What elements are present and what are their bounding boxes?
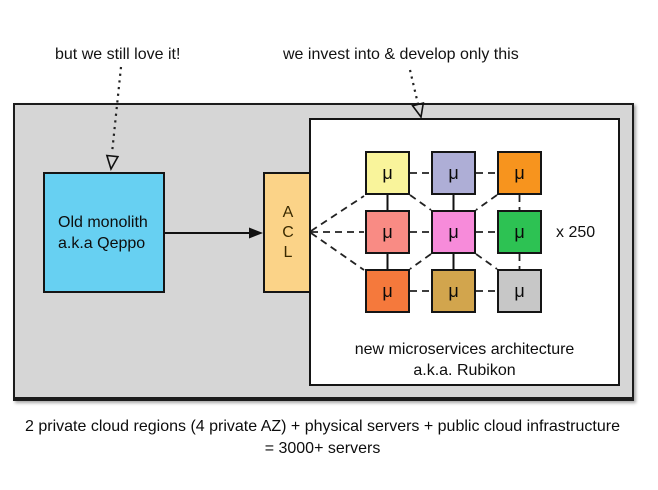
acl-box: A C L	[263, 172, 311, 293]
microservices-caption-line2: a.k.a. Rubikon	[413, 362, 516, 379]
microservice-box: μ	[497, 151, 542, 195]
old-monolith-box: Old monolith a.k.a Qeppo	[43, 172, 165, 293]
acl-letter-c: C	[282, 223, 294, 241]
monolith-annotation: but we still love it!	[55, 46, 181, 63]
monolith-label-line2: a.k.a Qeppo	[58, 234, 146, 252]
infrastructure-summary: 2 private cloud regions (4 private AZ) +…	[0, 416, 645, 460]
microservice-box: μ	[497, 210, 542, 254]
infrastructure-summary-line2: = 3000+ servers	[264, 440, 381, 457]
infrastructure-summary-line1: 2 private cloud regions (4 private AZ) +…	[25, 418, 620, 435]
microservices-grid: μ μ μ μ μ μ μ μ μ	[365, 151, 542, 313]
microservice-box: μ	[431, 151, 476, 195]
microservice-box: μ	[497, 269, 542, 313]
microservice-box: μ	[365, 151, 410, 195]
microservices-caption: new microservices architecture a.k.a. Ru…	[309, 339, 620, 381]
microservice-box: μ	[431, 269, 476, 313]
microservice-box: μ	[365, 269, 410, 313]
microservice-box: μ	[431, 210, 476, 254]
invest-annotation: we invest into & develop only this	[283, 46, 519, 63]
multiplier-label: x 250	[556, 224, 596, 241]
monolith-label-line1: Old monolith	[58, 213, 148, 231]
microservices-caption-line1: new microservices architecture	[354, 341, 575, 358]
acl-letter-l: L	[283, 243, 293, 261]
microservice-box: μ	[365, 210, 410, 254]
acl-letter-a: A	[282, 203, 294, 221]
